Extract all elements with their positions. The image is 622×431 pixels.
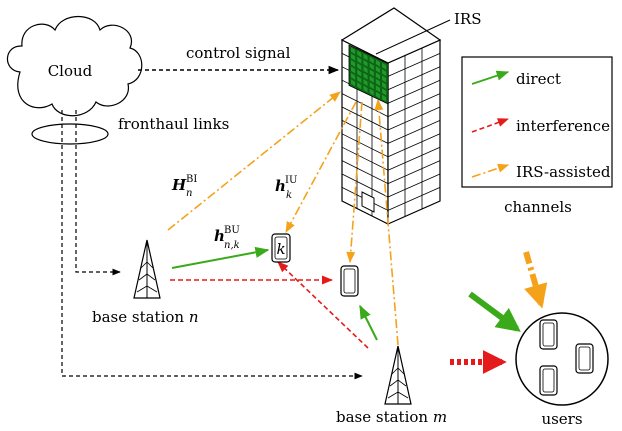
irs-building: [340, 7, 442, 225]
channel-h-bi-arrow: [167, 91, 341, 231]
label-h-BU: h BU n,k: [214, 225, 240, 251]
svg-text:IRS-assisted: IRS-assisted: [516, 163, 611, 181]
channel-interference-m: [277, 261, 369, 349]
fronthaul-link-m: [61, 110, 363, 380]
svg-text:H: H: [171, 176, 187, 194]
users-direct-arrow: [468, 291, 521, 332]
users-group-circle: [515, 312, 609, 406]
svg-text:BI: BI: [186, 174, 197, 185]
irs-label: IRS: [454, 10, 482, 28]
legend-item-interference: interference: [471, 117, 610, 135]
legend-item-irs-assisted: IRS-assisted: [471, 163, 611, 181]
channel-irs-to-user-mid: [346, 101, 363, 264]
user-k-label: k: [276, 240, 285, 258]
users-label: users: [541, 410, 582, 428]
svg-text:h: h: [214, 227, 225, 245]
svg-text:n,k: n,k: [224, 240, 240, 251]
svg-text:interference: interference: [516, 117, 610, 135]
svg-text:k: k: [286, 190, 292, 201]
legend-item-direct: direct: [471, 70, 561, 88]
channel-bs-m-direct: [359, 304, 378, 341]
channel-bs-m-to-irs: [374, 98, 399, 346]
fronthaul-ellipse: [31, 123, 109, 145]
svg-text:h: h: [275, 177, 286, 195]
cloud-label: Cloud: [48, 62, 93, 80]
svg-text:IU: IU: [285, 175, 297, 186]
label-h-IU: h IU k: [275, 175, 297, 201]
svg-text:BU: BU: [224, 225, 240, 236]
svg-text:direct: direct: [516, 70, 561, 88]
fronthaul-label: fronthaul links: [118, 115, 229, 133]
users-phone-icon: [539, 319, 594, 396]
base-station-m-label: base station m: [336, 408, 447, 426]
channel-irs-to-user-k: [285, 101, 357, 233]
label-H-BI: H BI n: [171, 174, 197, 199]
user-k-phone-icon: [271, 233, 291, 263]
svg-text:n: n: [186, 188, 192, 199]
user-phone-icon: [340, 265, 359, 297]
base-station-m-icon: [384, 345, 412, 405]
legend-caption: channels: [504, 198, 572, 216]
users-irs-arrow: [523, 251, 548, 309]
base-station-n-icon: [133, 239, 161, 299]
control-signal-label: control signal: [186, 44, 291, 62]
channel-h-bu-arrow: [171, 246, 270, 269]
base-station-n-label: base station n: [92, 308, 199, 326]
fronthaul-link-n: [75, 110, 121, 276]
irs-pointer-line: [375, 19, 451, 55]
cloud-icon: [6, 16, 143, 117]
